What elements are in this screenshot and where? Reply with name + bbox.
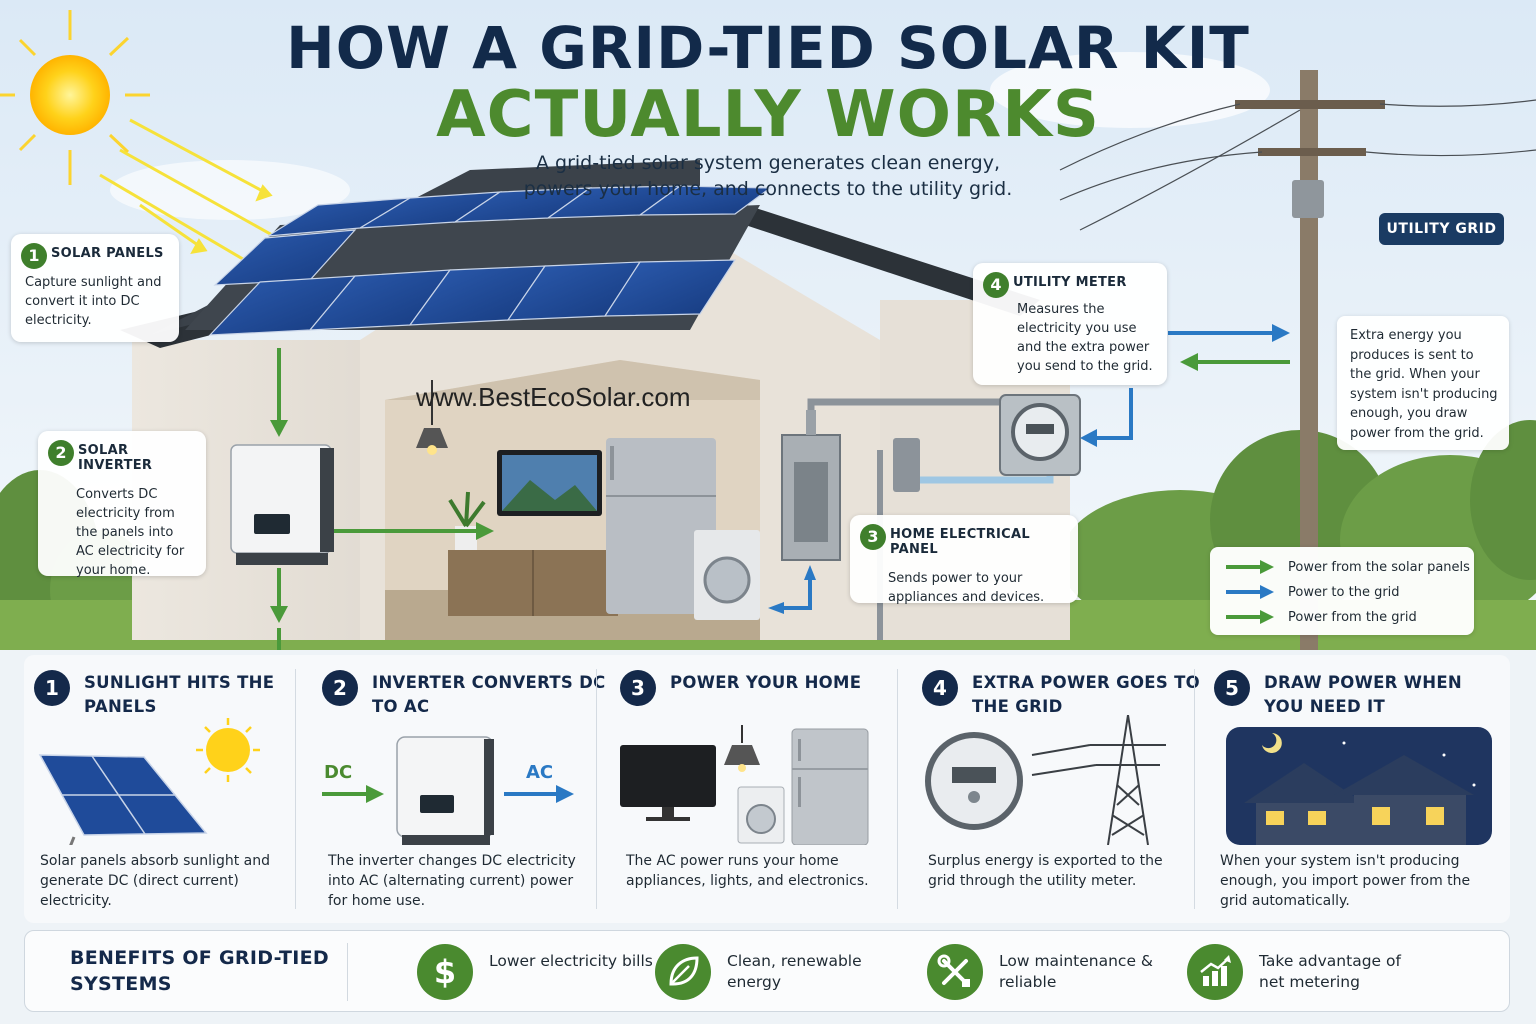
svg-text:$: $: [434, 953, 456, 991]
flow-legend: Power from the solar panels Power to the…: [1210, 547, 1474, 635]
dollar-icon: $: [417, 944, 473, 1000]
step-title: DRAW POWER WHEN YOU NEED IT: [1264, 673, 1463, 716]
callout-title: SOLAR PANELS: [51, 246, 164, 261]
benefit-label: Take advantage of net metering: [1259, 952, 1401, 991]
step-divider: [295, 669, 296, 909]
step-3: 3 POWER YOUR HOME The AC power runs your…: [610, 655, 900, 923]
benefits-bar: BENEFITS OF GRID-TIED SYSTEMS $ Lower el…: [24, 930, 1510, 1012]
grid-note: Extra energy you produces is sent to the…: [1337, 316, 1509, 450]
step-divider: [897, 669, 898, 909]
hero-illustration: HOW A GRID-TIED SOLAR KIT ACTUALLY WORKS…: [0, 0, 1536, 650]
ac-label: AC: [526, 762, 554, 783]
page-title-line1: HOW A GRID-TIED SOLAR KIT: [286, 14, 1250, 82]
page-title-line2: ACTUALLY WORKS: [436, 78, 1100, 152]
benefits-divider: [347, 943, 348, 1001]
meter-transmission-tower-icon: [925, 715, 1166, 845]
dc-label: DC: [324, 762, 353, 783]
solar-panel-array-icon: [208, 185, 772, 336]
step-divider: [596, 669, 597, 909]
step-title: POWER YOUR HOME: [670, 673, 862, 692]
house-at-night-icon: [1226, 727, 1492, 845]
callout-title: SOLAR INVERTER: [78, 443, 153, 473]
callout-solar-panels: 1 SOLAR PANELS Capture sunlight and conv…: [11, 234, 179, 342]
leaf-icon: [655, 944, 711, 1000]
step-title: INVERTER CONVERTS DC TO AC: [372, 673, 606, 716]
legend-item: Power from the grid: [1224, 607, 1417, 627]
website-watermark: www.BestEcoSolar.com: [416, 382, 691, 412]
benefit-item: Take advantage of net metering: [1187, 943, 1447, 1001]
callout-electrical-panel: 3 HOME ELECTRICAL PANEL Sends power to y…: [850, 515, 1078, 605]
utility-pole-icon: [1059, 70, 1536, 650]
step-title: EXTRA POWER GOES TO THE GRID: [972, 673, 1200, 716]
callout-number: 4: [983, 272, 1009, 298]
legend-label: Power from the solar panels: [1288, 559, 1470, 575]
chart-growth-icon: [1187, 944, 1243, 1000]
home-appliances-icon: [620, 725, 869, 845]
benefit-label: Clean, renewable energy: [727, 952, 862, 991]
benefits-title: BENEFITS OF GRID-TIED SYSTEMS: [70, 947, 329, 995]
flow-arrows: [270, 324, 1290, 650]
inverter-dc-ac-icon: [322, 736, 574, 845]
utility-meter-icon: [999, 394, 1081, 476]
step-1: 1 SUNLIGHT HITS THE PANELS Solar panels …: [24, 655, 294, 923]
callout-title: HOME ELECTRICAL PANEL: [890, 527, 1030, 557]
callout-number: 2: [48, 440, 74, 466]
solar-panel-sun-icon: [38, 718, 260, 845]
step-title: SUNLIGHT HITS THE PANELS: [84, 673, 275, 716]
callout-inverter: 2 SOLAR INVERTER Converts DC electricity…: [38, 431, 206, 578]
callout-title: UTILITY METER: [1013, 275, 1127, 290]
house-scene: [0, 0, 1536, 650]
step-number: 5: [1214, 670, 1250, 706]
benefit-label: Low maintenance & reliable: [999, 952, 1154, 991]
callout-utility-meter: 4 UTILITY METER Measures the electricity…: [973, 263, 1167, 385]
inverter-unit-icon: [230, 444, 334, 565]
callout-text: Converts DC electricity from the panels …: [76, 487, 185, 578]
legend-item: Power to the grid: [1224, 582, 1400, 602]
step-description: The inverter changes DC electricity into…: [328, 853, 576, 909]
benefit-item: Low maintenance & reliable: [927, 943, 1167, 1001]
legend-label: Power to the grid: [1288, 584, 1400, 600]
step-number: 4: [922, 670, 958, 706]
callout-text: Sends power to your appliances and devic…: [888, 571, 1045, 605]
callout-text: Capture sunlight and convert it into DC …: [25, 275, 162, 328]
benefit-label: Lower electricity bills: [489, 952, 653, 970]
step-4: 4 EXTRA POWER GOES TO THE GRID Surplus e…: [912, 655, 1200, 923]
step-description: Surplus energy is exported to the grid t…: [928, 853, 1163, 889]
sun-icon: [0, 10, 150, 185]
benefit-item: $ Lower electricity bills: [417, 943, 653, 1001]
step-number: 1: [34, 670, 70, 706]
subtitle-line2: powers your home, and connects to the ut…: [523, 178, 1013, 200]
legend-label: Power from the grid: [1288, 609, 1417, 625]
step-number: 3: [620, 670, 656, 706]
blue-arrow-icon: [1226, 585, 1274, 599]
step-description: The AC power runs your home appliances, …: [626, 853, 869, 889]
legend-item: Power from the solar panels: [1224, 557, 1470, 577]
electrical-panel-icon: [781, 410, 841, 561]
process-steps: 1 SUNLIGHT HITS THE PANELS Solar panels …: [24, 655, 1510, 923]
benefit-item: Clean, renewable energy: [655, 943, 895, 1001]
step-description: Solar panels absorb sunlight and generat…: [40, 853, 270, 909]
step-number: 2: [322, 670, 358, 706]
green-arrow-icon: [1226, 610, 1274, 624]
step-5: 5 DRAW POWER WHEN YOU NEED IT When your …: [1204, 655, 1504, 923]
callout-number: 1: [21, 243, 47, 269]
callout-text: Measures the electricity you use and the…: [1017, 302, 1153, 374]
step-2: 2 INVERTER CONVERTS DC TO AC DC AC The i…: [312, 655, 605, 923]
utility-grid-badge: UTILITY GRID: [1379, 213, 1504, 245]
page-subtitle: A grid-tied solar system generates clean…: [368, 150, 1168, 202]
callout-number: 3: [860, 524, 886, 550]
step-description: When your system isn't producing enough,…: [1220, 853, 1471, 909]
step-divider: [1194, 669, 1195, 909]
tools-icon: [927, 944, 983, 1000]
subtitle-line1: A grid-tied solar system generates clean…: [535, 152, 1001, 174]
green-arrow-icon: [1226, 560, 1274, 574]
